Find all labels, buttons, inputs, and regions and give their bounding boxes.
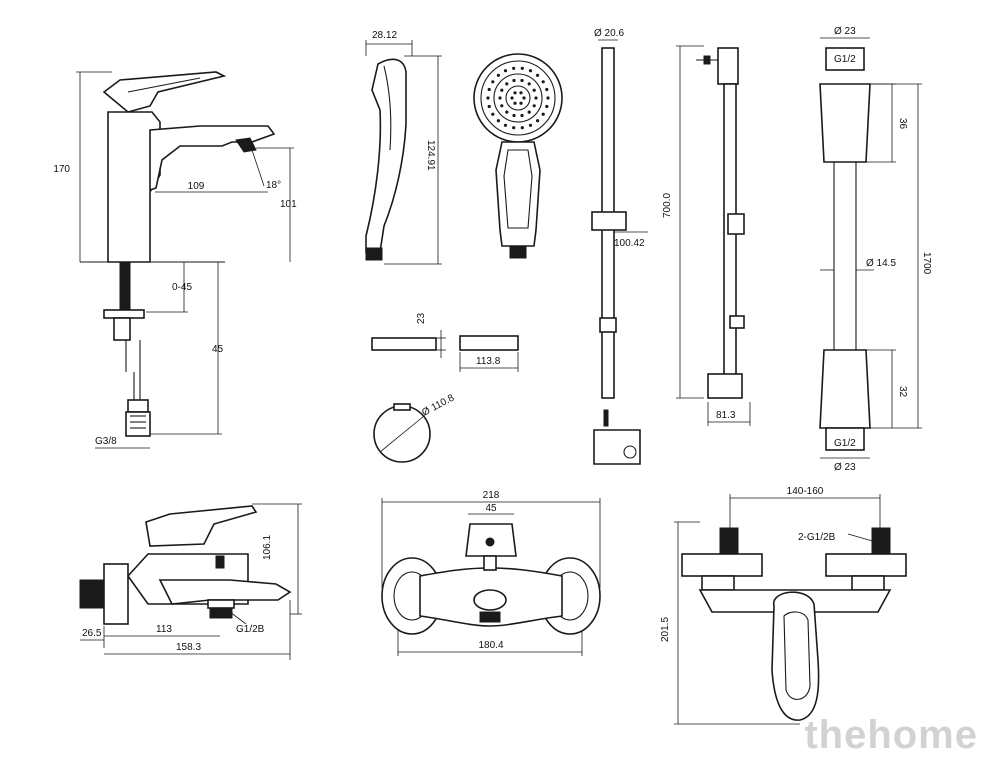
nozzle-dot <box>512 66 516 70</box>
hand-shower-width-label: 28.12 <box>372 30 397 41</box>
soap-dish <box>371 330 519 463</box>
soap-height-label: 23 <box>416 312 427 324</box>
nozzle-dot <box>487 87 491 92</box>
nozzle-dot <box>503 69 508 73</box>
shower-mixer <box>674 494 907 725</box>
nozzle-dot <box>500 104 504 108</box>
nozzle-dot <box>505 82 509 86</box>
hose-outer-bottom-label: Ø 23 <box>834 462 856 473</box>
hose-outer-top-label: Ø 23 <box>834 26 856 37</box>
nozzle-dot <box>498 96 502 100</box>
hose-length-label: 1700 <box>921 252 932 275</box>
bath-side-reach-label: 113 <box>156 624 172 635</box>
watermark-logo: thehome <box>804 713 978 757</box>
nozzle-dot <box>520 78 524 83</box>
nozzle-dot <box>528 123 533 127</box>
bath-side-depth-label: 158.3 <box>176 642 201 653</box>
basin-angle-label: 18° <box>266 180 281 191</box>
basin-spout-height-label: 101 <box>280 199 297 210</box>
nozzle-dot <box>546 96 550 100</box>
nozzle-dot <box>528 69 533 73</box>
nozzle-dot <box>491 112 495 116</box>
hose-nut-top-label: 36 <box>897 118 908 130</box>
nozzle-dot <box>541 112 545 116</box>
nozzle-dot <box>520 113 524 118</box>
nozzle-dot <box>519 101 523 105</box>
nozzle-dot <box>527 110 531 114</box>
nozzle-dot <box>512 126 516 130</box>
slide-rail-side <box>676 45 751 426</box>
rail-holder-offset-label: 100.42 <box>614 238 645 249</box>
rail-diameter-label: Ø 20.6 <box>594 28 624 39</box>
shower-mixer-height-label: 201.5 <box>660 617 671 642</box>
hose-thread-top-label: G1/2 <box>834 54 856 65</box>
soap-width-label: 113.8 <box>476 356 501 367</box>
hose-thread-bottom-label: G1/2 <box>834 438 856 449</box>
nozzle-dot <box>512 113 516 118</box>
rail-length-label: 700.0 <box>662 193 673 218</box>
nozzle-dot <box>510 96 514 100</box>
shower-hose <box>819 37 922 459</box>
nozzle-dot <box>513 91 517 95</box>
bath-front-handle-label: 45 <box>485 503 497 514</box>
nozzle-dot <box>545 104 549 109</box>
basin-adjust-label: 0-45 <box>172 282 192 293</box>
nozzle-dot <box>496 73 500 77</box>
nozzle-dot <box>491 80 495 84</box>
hand-shower-length-label: 124.91 <box>425 140 436 171</box>
basin-mixer <box>76 71 294 449</box>
bath-mixer-side <box>79 503 302 660</box>
hose-nut-bottom-label: 32 <box>897 386 908 398</box>
nozzle-dot <box>536 73 540 77</box>
bath-front-base-label: 180.4 <box>478 640 503 651</box>
nozzle-dot <box>487 104 491 109</box>
nozzle-dot <box>534 96 538 100</box>
nozzle-dot <box>505 110 509 114</box>
nozzle-dot <box>532 88 536 92</box>
shower-mixer-spacing-label: 140-160 <box>787 486 824 497</box>
basin-reach-label: 109 <box>188 181 205 192</box>
hand-shower-front <box>473 53 563 259</box>
shower-nozzles <box>486 66 550 130</box>
nozzle-dot <box>527 82 531 86</box>
bath-front-width-label: 218 <box>483 490 500 501</box>
nozzle-dot <box>512 78 516 83</box>
nozzle-dot <box>520 126 524 130</box>
soap-diameter-label: Ø 110.8 <box>420 392 456 418</box>
nozzle-dot <box>545 87 549 92</box>
nozzle-dot <box>513 101 517 105</box>
hose-tube-label: Ø 14.5 <box>866 258 896 269</box>
nozzle-dot <box>532 104 536 108</box>
nozzle-dot <box>500 88 504 92</box>
bath-side-eccentric-label: 26.5 <box>82 628 102 639</box>
nozzle-dot <box>520 66 524 70</box>
nozzle-dot <box>536 119 540 123</box>
basin-thread-label: G3/8 <box>95 436 117 447</box>
bath-mixer-front <box>381 498 601 656</box>
hand-shower-side <box>365 40 442 265</box>
slide-rail-front <box>591 39 648 465</box>
nozzle-dot <box>496 119 500 123</box>
bath-side-thread-label: G1/2B <box>236 624 265 635</box>
shower-mixer-thread-label: 2-G1/2B <box>798 532 836 543</box>
basin-hose-label: 45 <box>212 344 224 355</box>
nozzle-dot <box>503 123 508 127</box>
rail-wall-offset-label: 81.3 <box>716 410 736 421</box>
bath-side-height-label: 106.1 <box>262 535 273 560</box>
nozzle-dot <box>522 96 526 100</box>
nozzle-dot <box>486 96 490 100</box>
nozzle-dot <box>519 91 523 95</box>
basin-height-label: 170 <box>53 164 70 175</box>
nozzle-dot <box>541 80 545 84</box>
